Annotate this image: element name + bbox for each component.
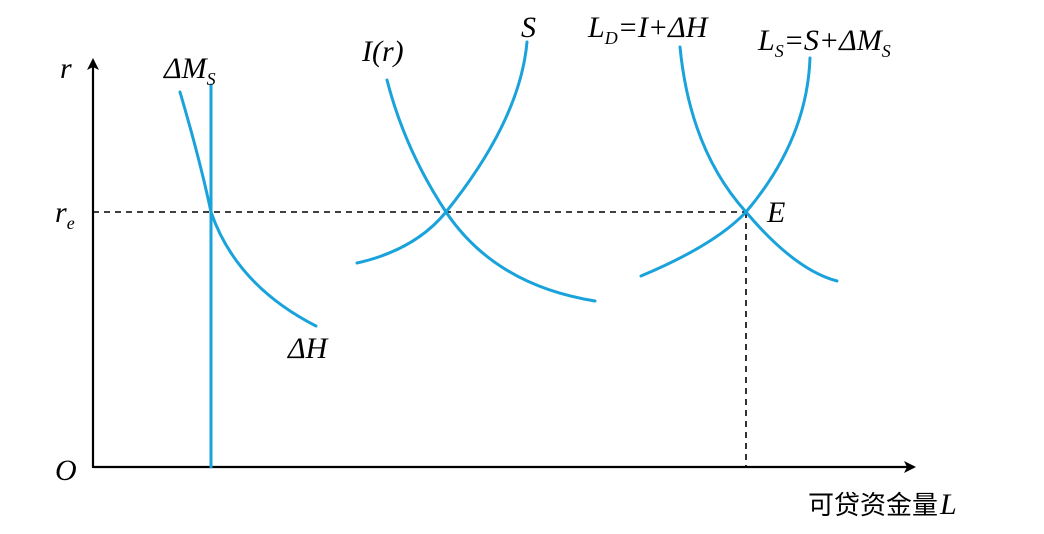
loan-supply-rest-subscript: S [882,41,891,61]
loan-supply-subscript: S [775,41,784,61]
origin-label: O [55,454,77,487]
equilibrium-rate-main: r [55,196,67,229]
loan-supply-main: L [757,24,775,57]
loan-supply-rest: =S+ΔM [784,24,884,57]
saving-label: S [521,11,536,44]
delta-h-curve [178,90,318,328]
equilibrium-rate-subscript: e [67,213,75,233]
delta-ms-main: ΔM [163,52,209,85]
equilibrium-point-label: E [766,196,785,229]
loan-demand-label: LD=I+ΔH [587,11,710,48]
delta-ms-label: ΔMS [163,52,216,89]
x-axis-label: 可贷资金量L [808,488,957,521]
equilibrium-rate-label: re [55,196,75,233]
x-axis-label-var: L [939,488,957,521]
loan-demand-main: L [587,11,605,44]
loan-supply-label: LS=S+ΔMS [757,24,891,61]
loan-demand-subscript: D [604,28,618,48]
loan-supply-curve [639,56,812,278]
investment-label: I(r) [361,35,404,68]
delta-ms-subscript: S [207,69,216,89]
y-axis-label: r [60,52,72,85]
x-axis-label-text: 可贷资金量 [808,491,938,521]
investment-curve [385,78,597,303]
delta-h-label: ΔH [287,332,330,365]
saving-curve [355,40,529,265]
loan-demand-rest: =I+ΔH [618,11,710,44]
loan-demand-curve [678,45,839,283]
